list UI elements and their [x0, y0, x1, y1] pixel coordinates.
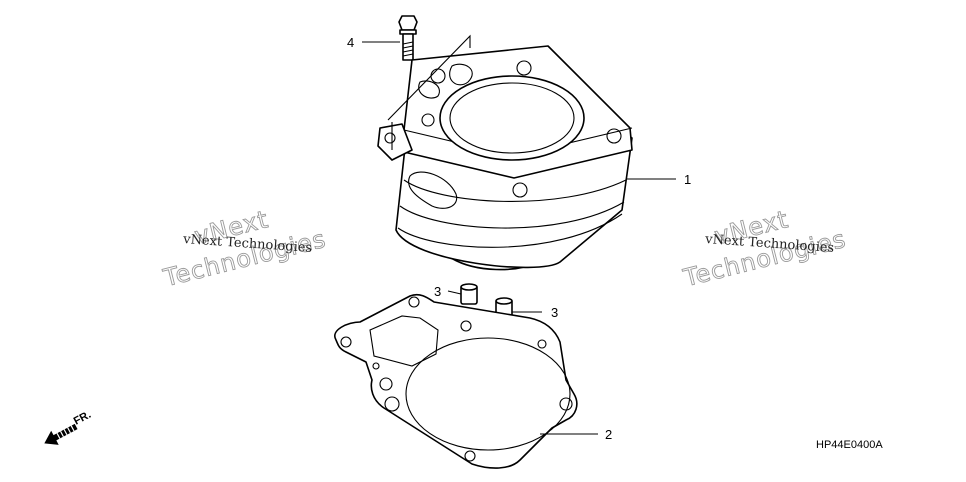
callout-2-label: 2	[605, 427, 612, 442]
gasket-part	[334, 293, 578, 469]
leader-lines	[362, 41, 676, 435]
callout-3-left-label: 3	[434, 284, 441, 299]
callout-1-label: 1	[684, 172, 691, 187]
dowel-left-part	[460, 283, 478, 305]
cylinder-part	[377, 34, 633, 271]
reference-code: HP44E0400A	[816, 439, 883, 451]
callout-4-label: 4	[347, 35, 354, 50]
front-label: FR.	[72, 409, 93, 428]
callout-3-right-label: 3	[551, 305, 558, 320]
front-arrow-icon	[44, 423, 78, 445]
bolt-part	[398, 15, 418, 61]
front-direction-indicator: FR.	[44, 409, 93, 445]
